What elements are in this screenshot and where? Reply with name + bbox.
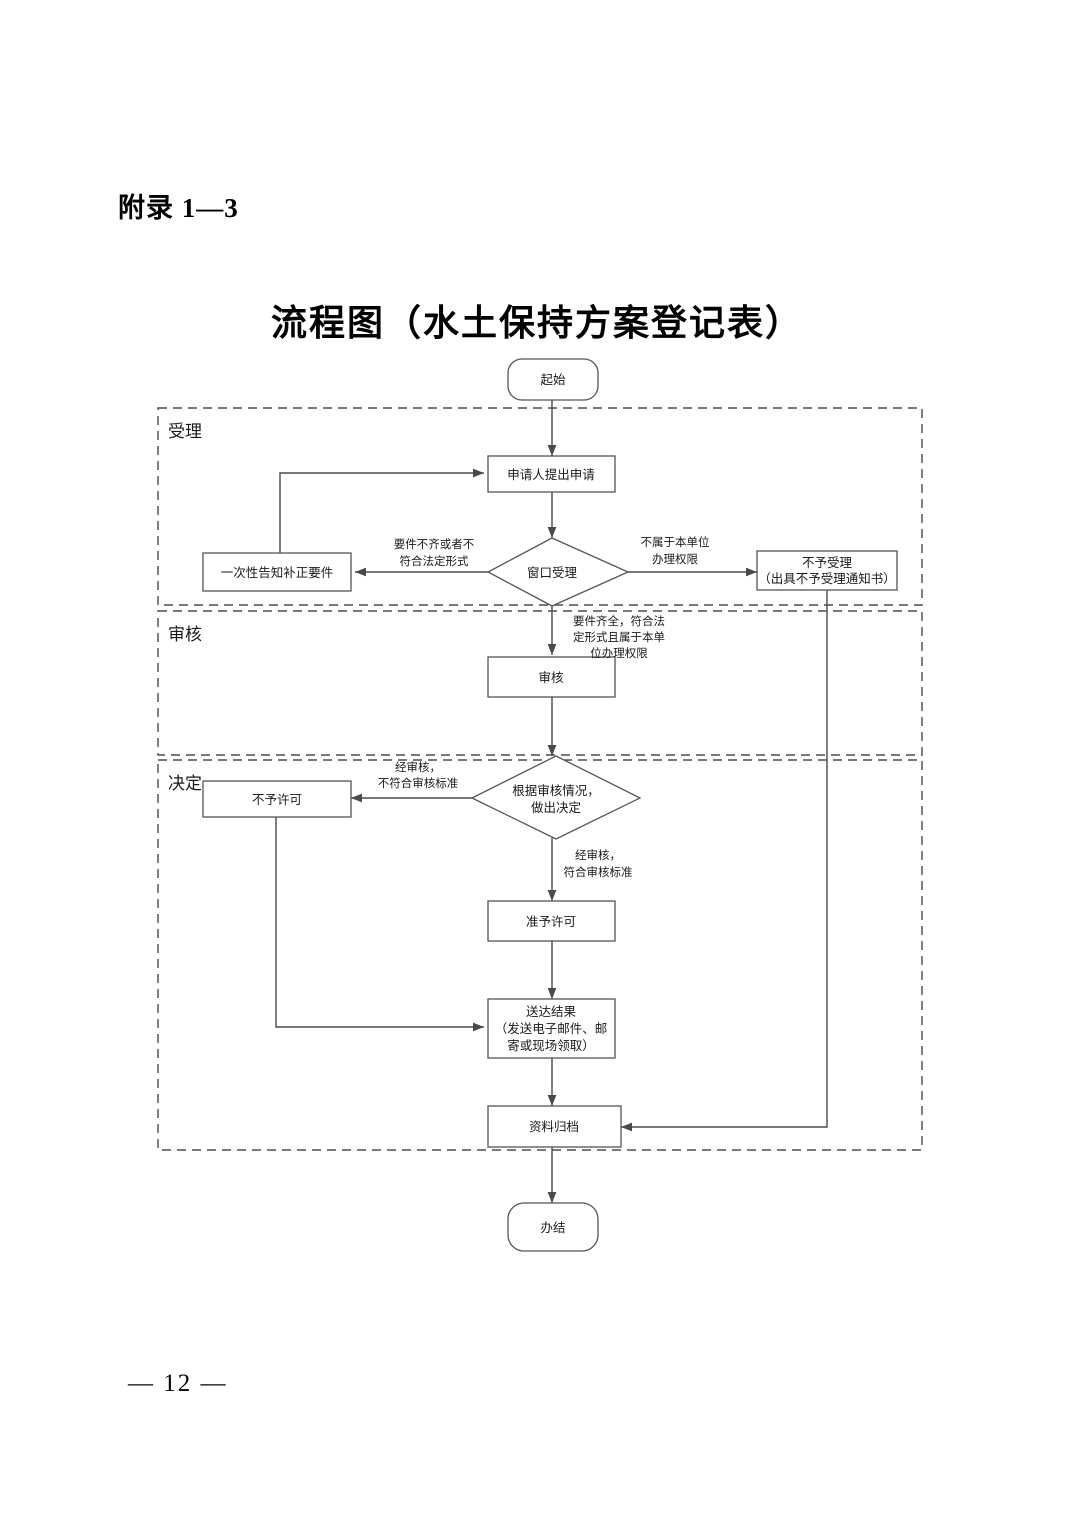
node-submit-application-label: 申请人提出申请 (507, 467, 595, 482)
node-notify-correction[interactable] (202, 552, 352, 592)
node-reject-acceptance-label-1: 不予受理 (802, 556, 853, 570)
node-deny-permit[interactable] (202, 780, 352, 818)
node-end-label: 办结 (540, 1220, 565, 1235)
lane-label-review: 审核 (168, 625, 202, 644)
page-title: 流程图（水土保持方案登记表） (270, 303, 803, 343)
node-deliver-result-label-3: 寄或现场领取） (507, 1038, 595, 1053)
edge-label-incomplete-1: 要件不齐或者不 (394, 537, 475, 551)
node-start[interactable] (507, 358, 599, 401)
node-deliver-result-label-1: 送达结果 (526, 1004, 577, 1019)
node-end[interactable] (507, 1202, 599, 1252)
lane-decision-box (157, 759, 923, 1151)
node-reject-acceptance-label-2: （出具不予受理通知书） (758, 572, 896, 586)
node-archive[interactable] (487, 1105, 622, 1148)
edge-label-fail-review-2: 不符合审核标准 (378, 776, 459, 790)
edge-label-complete-3: 位办理权限 (590, 646, 648, 660)
lane-review-box (157, 610, 923, 756)
connector-reject-to-archive (621, 590, 828, 1132)
node-reject-acceptance[interactable] (756, 550, 898, 591)
node-deliver-result[interactable] (487, 998, 616, 1059)
lane-label-acceptance: 受理 (168, 422, 202, 441)
node-deny-permit-label: 不予许可 (252, 793, 302, 807)
node-review-label: 审核 (538, 670, 564, 685)
node-decision-make-label-1: 根据审核情况， (512, 783, 600, 798)
node-notify-correction-label: 一次性告知补正要件 (221, 565, 334, 580)
edge-label-pass-review-2: 符合审核标准 (564, 865, 633, 879)
edge-label-out-of-scope-2: 办理权限 (652, 552, 698, 566)
edge-label-incomplete-2: 符合法定形式 (400, 554, 469, 568)
lane-label-decision: 决定 (168, 774, 202, 793)
appendix-label: 附录 1—3 (118, 193, 239, 223)
connector-deny-to-deliver (275, 816, 484, 1032)
node-window-acceptance[interactable] (486, 537, 630, 607)
lane-acceptance-box (157, 407, 923, 606)
edge-label-complete-1: 要件齐全，符合法 (573, 614, 665, 628)
node-window-acceptance-label: 窗口受理 (527, 566, 578, 580)
node-submit-application[interactable] (487, 455, 616, 493)
connector-notify-to-submit (279, 468, 484, 555)
edge-label-out-of-scope-1: 不属于本单位 (641, 535, 710, 549)
node-grant-permit-label: 准予许可 (526, 915, 576, 929)
node-grant-permit[interactable] (487, 900, 616, 942)
node-start-label: 起始 (540, 373, 566, 387)
edge-label-complete-2: 定形式且属于本单 (573, 630, 665, 644)
edge-label-fail-review-1: 经审核， (395, 760, 441, 774)
node-deliver-result-label-2: （发送电子邮件、邮 (495, 1021, 608, 1036)
node-decision-make-label-2: 做出决定 (531, 800, 581, 815)
edge-label-pass-review-1: 经审核， (575, 848, 621, 862)
node-decision-make[interactable] (470, 755, 642, 840)
node-review[interactable] (487, 656, 616, 698)
node-archive-label: 资料归档 (529, 1120, 579, 1134)
page-number: — 12 — (128, 1370, 228, 1397)
